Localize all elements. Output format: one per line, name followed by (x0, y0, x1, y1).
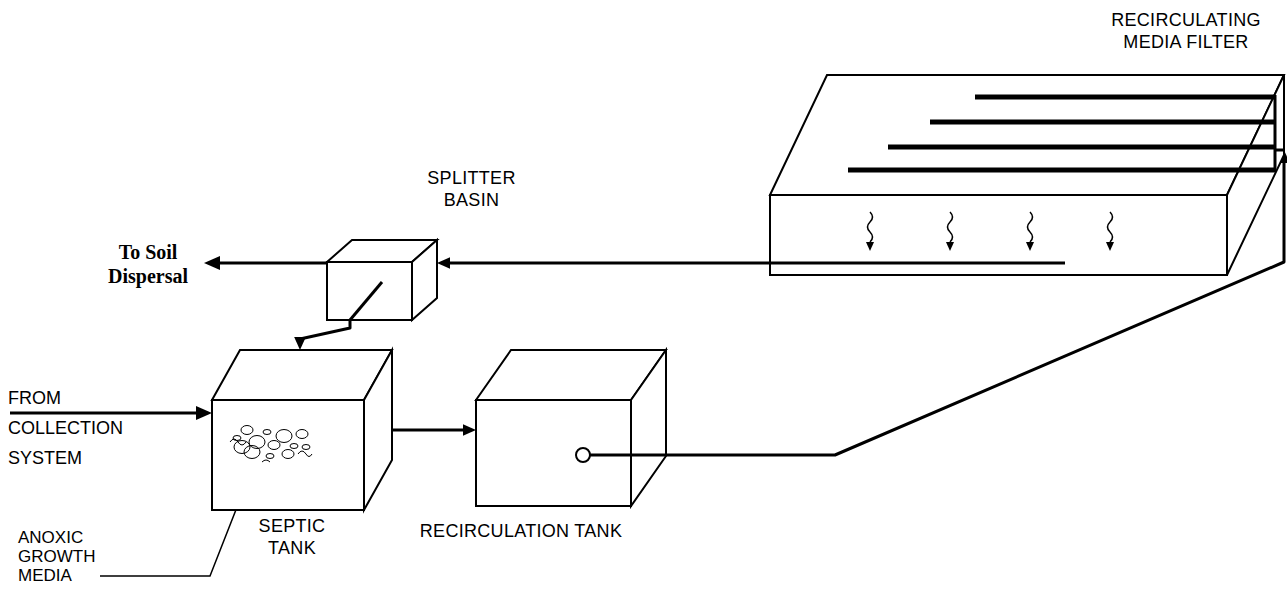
arrow-head (204, 256, 220, 270)
inflow-pipe (10, 412, 198, 415)
node-label: RECIRCULATING MEDIA FILTER (1090, 9, 1282, 53)
tank-outline (212, 350, 392, 510)
note-label: ANOXIC GROWTH MEDIA (18, 528, 98, 585)
tank-node: SEPTIC TANK (212, 350, 392, 510)
arrow-head (196, 406, 212, 420)
tank-outline (327, 240, 437, 320)
pipe-connector (666, 150, 1287, 455)
pipe-connector (294, 320, 350, 350)
tank-node: SPLITTER BASIN (327, 240, 437, 320)
tank-node: RECIRCULATING MEDIA FILTER (770, 75, 1284, 275)
tank-outline (770, 75, 1284, 275)
pipe-connector (392, 424, 476, 436)
note-label: FROM COLLECTION SYSTEM (8, 383, 143, 473)
node-label: SPLITTER BASIN (419, 167, 524, 211)
dispersal-pipe (218, 262, 327, 265)
tank-node: RECIRCULATION TANK (476, 350, 666, 506)
note-label: To Soil Dispersal (98, 240, 198, 288)
node-label: SEPTIC TANK (237, 515, 347, 559)
pipe-connector (437, 257, 770, 269)
node-label: RECIRCULATION TANK (391, 520, 651, 542)
tank-outline (476, 350, 666, 506)
